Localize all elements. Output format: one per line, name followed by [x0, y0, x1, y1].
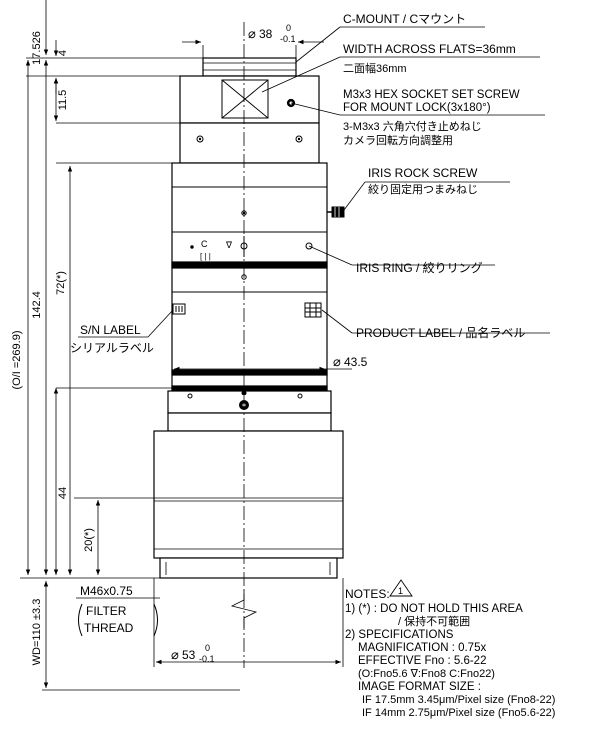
- note-line-5: EFFECTIVE Fno : 5.6-22: [358, 655, 486, 667]
- label-filter: FILTER: [86, 604, 127, 618]
- dim-142-4: 142.4: [31, 291, 43, 319]
- iris-rock-screw: [327, 206, 345, 218]
- left-dimensions: [20, 0, 240, 691]
- iris-scale-ticks: [ | |: [200, 252, 211, 261]
- label-hex-screw-4: カメラ回転方向調整用: [343, 133, 453, 147]
- c-mount-thread: [202, 57, 297, 77]
- dim-dia38-symbol: ⌀: [248, 26, 256, 41]
- iris-scale-c: C: [201, 239, 208, 249]
- front-barrel: [153, 430, 344, 559]
- revision-triangle-icon: [389, 579, 413, 597]
- notes-block: NOTES: 1 1) (*) : DO NOT HOLD THIS AREA …: [345, 579, 555, 719]
- dim-dia38-tol-top: 0: [286, 23, 291, 33]
- label-iris-ring: IRIS RING / 絞りリング: [356, 260, 483, 275]
- dim-72: 72(*): [55, 271, 67, 295]
- dim-11-5: 11.5: [57, 90, 69, 111]
- dim-dia53-symbol: ⌀: [171, 647, 179, 662]
- label-width-across-flats-jp: 二面幅36mm: [343, 62, 407, 75]
- dim-dia53: 53: [182, 648, 196, 662]
- revision-number: 1: [398, 586, 403, 596]
- dim-4: 4: [57, 50, 69, 56]
- note-line-2: / 保持不可範囲: [398, 614, 470, 628]
- dim-dia53-tol-top: 0: [205, 643, 210, 653]
- dim-17526: 17.526: [31, 31, 43, 65]
- iris-ring: [171, 261, 328, 269]
- dim-44: 44: [57, 487, 69, 499]
- dim-dia38: 38: [259, 27, 273, 41]
- note-line-8: IF 17.5mm 3.45μm/Pixel size (Fno8-22): [362, 694, 555, 706]
- label-width-across-flats: WIDTH ACROSS FLATS=36mm: [343, 42, 516, 56]
- note-line-3: 2) SPECIFICATIONS: [345, 629, 454, 641]
- lens-body: [153, 57, 344, 579]
- leader-lines: [76, 26, 550, 637]
- diameter-dimensions: [153, 39, 352, 667]
- filter-thread: [159, 557, 338, 579]
- upper-body: [179, 122, 320, 164]
- label-hex-screw-1: M3x3 HEX SOCKET SET SCREW: [343, 89, 520, 101]
- note-line-9: IF 14mm 2.75μm/Pixel size (Fno5.6-22): [362, 707, 555, 719]
- label-product: PRODUCT LABEL / 品名ラベル: [356, 325, 525, 340]
- dim-wd: WD=110 ±3.3: [31, 599, 43, 666]
- dim-dia43: 43.5: [344, 355, 368, 369]
- label-filter-thread-size: M46x0.75: [80, 584, 133, 598]
- label-iris-rock-screw: IRIS ROCK SCREW: [368, 166, 478, 180]
- note-line-6: (O:Fno5.6 ∇:Fno8 C:Fno22): [358, 668, 495, 680]
- label-sn-jp: シリアルラベル: [70, 341, 154, 355]
- main-barrel: [171, 162, 328, 392]
- dim-dia38-tol-bot: -0.1: [280, 34, 296, 44]
- note-line-4: MAGNIFICATION : 0.75x: [358, 642, 486, 654]
- label-iris-rock-screw-jp: 絞り固定用つまみねじ: [368, 182, 478, 196]
- label-c-mount: C-MOUNT / Cマウント: [343, 12, 466, 26]
- dim-dia53-tol-bot: -0.1: [199, 654, 215, 664]
- iris-scale-v: ∇: [225, 240, 233, 250]
- mount-hex-section: [179, 75, 320, 124]
- note-line-1: 1) (*) : DO NOT HOLD THIS AREA: [345, 603, 523, 615]
- label-sn: S/N LABEL: [80, 323, 141, 337]
- dim-dia43-symbol: ⌀: [333, 354, 341, 369]
- notes-title: NOTES:: [345, 587, 390, 601]
- note-line-7: IMAGE FORMAT SIZE :: [358, 681, 481, 693]
- label-hex-screw-3: 3-M3x3 六角穴付き止めねじ: [343, 119, 482, 133]
- label-hex-screw-2: FOR MOUNT LOCK(3x180°): [343, 102, 491, 114]
- dim-20: 20(*): [83, 528, 95, 552]
- dim-269-9: (O/I =269.9): [11, 330, 23, 389]
- label-thread: THREAD: [84, 621, 134, 635]
